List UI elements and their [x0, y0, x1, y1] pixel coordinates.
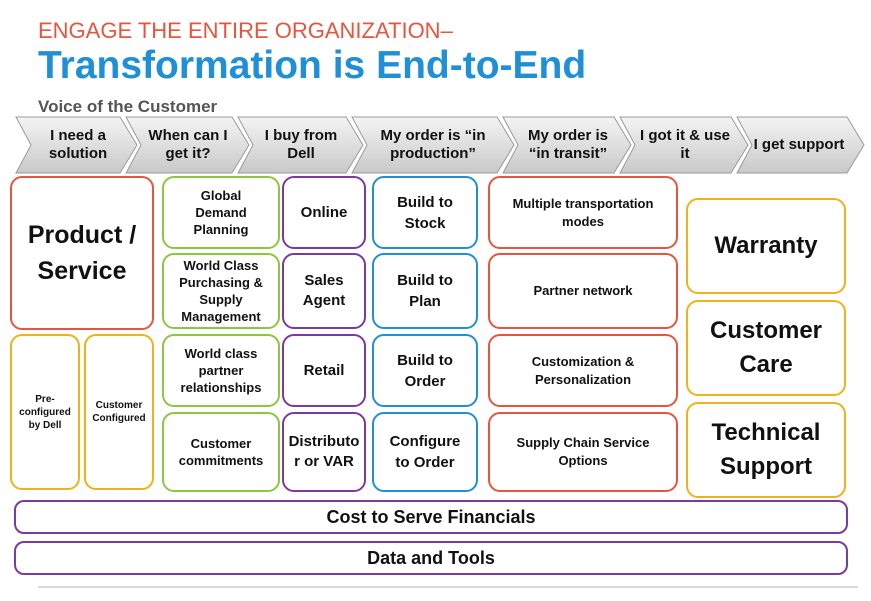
planning-box-3: World class partner relationships	[162, 334, 280, 407]
planning-box-4: Customer commitments	[162, 412, 280, 492]
transit-box-1: Multiple transportation modes	[488, 176, 678, 249]
step-in-production: My order is “in production”	[380, 127, 486, 162]
support-customer-care: Customer Care	[686, 300, 846, 396]
build-to-stock: Build to Stock	[372, 176, 478, 249]
step-get-support: I get support	[753, 136, 845, 153]
transit-box-2: Partner network	[488, 253, 678, 329]
configure-to-order: Configure to Order	[372, 412, 478, 492]
product-service-box: Product / Service	[10, 176, 154, 330]
planning-box-2: World Class Purchasing & Supply Manageme…	[162, 253, 280, 329]
data-and-tools-bar: Data and Tools	[14, 541, 848, 575]
channel-distributor: Distributor or VAR	[282, 412, 366, 492]
preconfigured-box: Pre-configured by Dell	[10, 334, 80, 490]
support-warranty: Warranty	[686, 198, 846, 294]
channel-sales-agent: Sales Agent	[282, 253, 366, 329]
cost-to-serve-bar: Cost to Serve Financials	[14, 500, 848, 534]
build-to-order: Build to Order	[372, 334, 478, 407]
channel-online: Online	[282, 176, 366, 249]
section-label: Voice of the Customer	[38, 97, 218, 116]
step-in-transit: My order is “in transit”	[527, 127, 609, 162]
footer-divider	[38, 586, 858, 588]
step-got-it: I got it & use it	[640, 127, 730, 162]
transit-box-3: Customization & Personalization	[488, 334, 678, 407]
customer-configured-box: Customer Configured	[84, 334, 154, 490]
step-when-get-it: When can I get it?	[148, 127, 228, 162]
step-buy-from-dell: I buy from Dell	[264, 127, 338, 162]
subtitle: ENGAGE THE ENTIRE ORGANIZATION–	[38, 18, 453, 43]
page-title: Transformation is End-to-End	[38, 44, 587, 87]
channel-retail: Retail	[282, 334, 366, 407]
step-need-solution: I need a solution	[48, 127, 108, 162]
transit-box-4: Supply Chain Service Options	[488, 412, 678, 492]
support-technical: Technical Support	[686, 402, 846, 498]
planning-box-1: Global Demand Planning	[162, 176, 280, 249]
build-to-plan: Build to Plan	[372, 253, 478, 329]
